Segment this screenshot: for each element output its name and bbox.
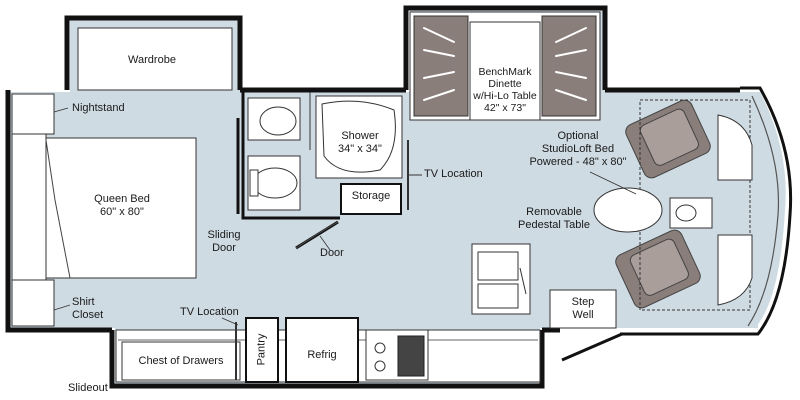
toilet xyxy=(252,167,298,199)
bath-sink xyxy=(259,106,297,136)
driver-dash xyxy=(717,234,753,306)
dinette-table xyxy=(469,21,541,121)
exterior-walls xyxy=(5,5,740,389)
tv-location-bath-label: TV Location xyxy=(424,168,483,180)
dinette-bench-right xyxy=(541,15,597,117)
sliding-door-label: Sliding Door xyxy=(207,229,241,254)
queen-bed xyxy=(45,137,197,279)
range-cover xyxy=(397,335,425,377)
front-cab xyxy=(620,86,793,336)
refrigerator-label: Refrig xyxy=(307,349,337,361)
refrigerator xyxy=(285,317,359,383)
driver-seat xyxy=(615,229,701,309)
storage-label: Storage xyxy=(351,190,391,202)
nightstand-label: Nightstand xyxy=(72,102,125,114)
dash-console xyxy=(669,197,713,229)
dinette-bench-left xyxy=(413,15,469,117)
studioloft-label: Optional StudioLoft Bed Powered - 48" x … xyxy=(529,130,627,168)
pedestal-table xyxy=(593,187,663,233)
tv-location-bed-label: TV Location xyxy=(180,306,239,318)
stove-burners xyxy=(374,342,386,372)
dinette-label: BenchMark Dinette w/Hi-Lo Table 42" x 73… xyxy=(473,66,537,114)
shower-label: Shower 34" x 34" xyxy=(338,130,382,155)
bed-frame xyxy=(11,133,47,281)
storage xyxy=(340,183,402,215)
step-well xyxy=(549,289,617,329)
shower-pan xyxy=(321,100,396,173)
entry-door xyxy=(561,332,623,362)
wardrobe xyxy=(77,27,233,91)
shirt-closet-label: Shirt Closet xyxy=(72,296,104,321)
passenger-dash xyxy=(717,114,753,181)
passenger-seat xyxy=(625,99,711,179)
chest-of-drawers xyxy=(121,341,241,381)
nightstand xyxy=(11,93,55,135)
chest-of-drawers-label: Chest of Drawers xyxy=(138,355,224,367)
bathroom-wall xyxy=(241,92,340,220)
queen-bed-label: Queen Bed 60" x 80" xyxy=(94,193,150,218)
pedestal-table-label: Removable Pedestal Table xyxy=(518,206,590,231)
door-label: Door xyxy=(320,247,344,259)
pantry xyxy=(245,317,279,383)
slideout-label: Slideout xyxy=(68,382,108,394)
pantry-label: Pantry xyxy=(255,333,268,366)
shirt-closet xyxy=(11,279,55,327)
wardrobe-label: Wardrobe xyxy=(128,54,176,66)
step-well-label: Step Well xyxy=(571,296,595,321)
